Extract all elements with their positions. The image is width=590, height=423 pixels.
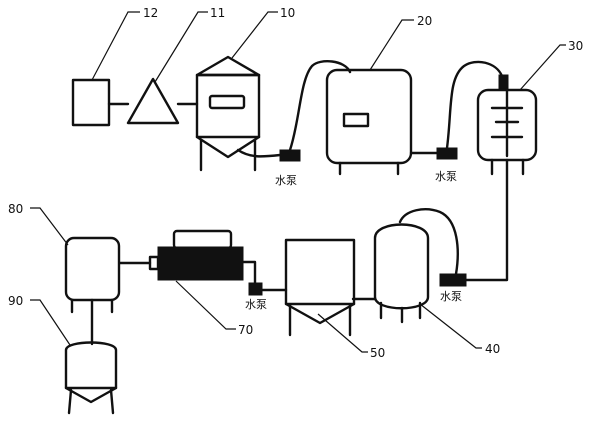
pipe-pump4-40 [398, 208, 459, 276]
label-12: 12 [143, 6, 158, 20]
pump-4: 水泵 [439, 273, 467, 303]
pump-1-label: 水泵 [275, 174, 297, 187]
unit-90-cone-tank [64, 341, 118, 415]
label-70: 70 [238, 323, 253, 337]
unit-50-hopper [284, 238, 356, 337]
label-30: 30 [568, 39, 583, 53]
leader-11 [154, 11, 208, 83]
unit-11-triangle [126, 77, 180, 125]
leader-30 [519, 44, 566, 91]
label-40: 40 [485, 342, 500, 356]
leader-80 [30, 207, 69, 246]
label-50: 50 [370, 346, 385, 360]
leader-12 [91, 11, 140, 81]
pump-4-label: 水泵 [440, 290, 462, 303]
leader-70 [175, 280, 236, 330]
leader-10 [231, 11, 278, 59]
label-10: 10 [280, 6, 295, 20]
pump-3-label: 水泵 [245, 298, 267, 311]
label-90: 90 [8, 294, 23, 308]
unit-12-box [71, 78, 111, 127]
pipe-10-pump [236, 148, 282, 158]
pipe-pump2-30 [445, 60, 504, 150]
unit-30-mixer [476, 74, 538, 176]
unit-10-silo [195, 55, 261, 172]
leader-40 [419, 303, 482, 349]
pump-3: 水泵 [245, 282, 267, 311]
unit-70-filter [148, 229, 244, 281]
unit-20-tank [325, 68, 413, 176]
pump-2: 水泵 [435, 147, 458, 183]
pipe-pump1-20 [288, 60, 352, 152]
pump-2-label: 水泵 [435, 170, 457, 183]
label-80: 80 [8, 202, 23, 216]
label-11: 11 [210, 6, 225, 20]
leader-90 [30, 299, 71, 346]
unit-40-tank [373, 223, 430, 324]
leader-20 [369, 19, 414, 71]
label-20: 20 [417, 14, 432, 28]
leader-50 [317, 313, 368, 353]
pipe-30-pump4 [464, 158, 509, 282]
